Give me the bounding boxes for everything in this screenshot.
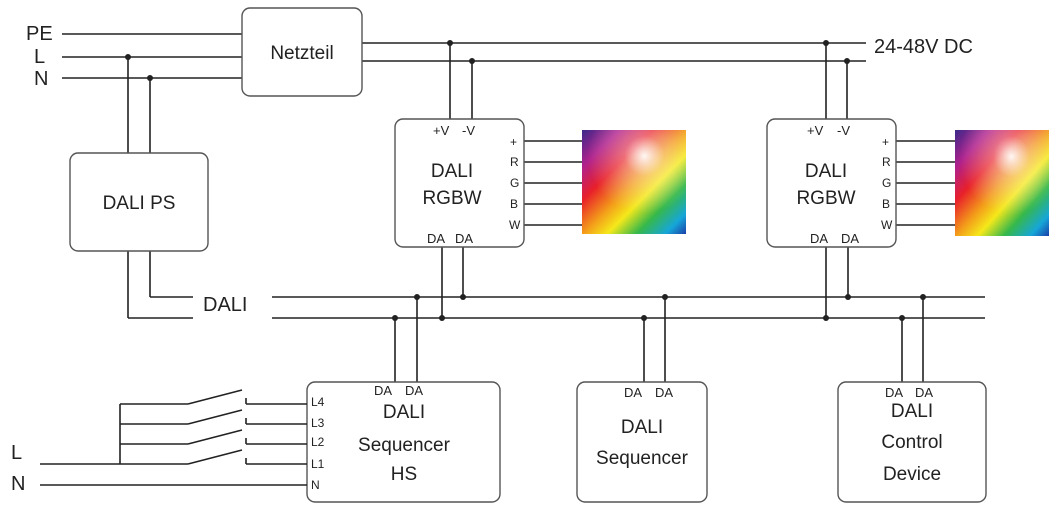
- rgbw-1-pin-w: W: [509, 218, 521, 232]
- sequencer-da2: DA: [655, 385, 673, 400]
- rgbw-1-subtitle: RGBW: [422, 188, 481, 209]
- control-device-title: DALI: [891, 401, 933, 422]
- power-supply-box: [241, 7, 363, 97]
- sequencer-hs-da2: DA: [405, 383, 423, 398]
- control-device-box: [837, 381, 987, 503]
- supply-voltage-label: 24-48V DC: [874, 36, 973, 58]
- control-device-da1: DA: [885, 385, 903, 400]
- pe-label: PE: [26, 23, 53, 45]
- rgbw-1-wiring: [439, 40, 582, 321]
- rgbw-1-pin-r: R: [510, 155, 519, 169]
- switch-l-label: L: [11, 442, 22, 464]
- dali-bus: [272, 296, 985, 319]
- sequencer-da1: DA: [624, 385, 642, 400]
- l-label: L: [34, 46, 45, 68]
- rgbw-2-da1: DA: [810, 231, 828, 246]
- rgbw-1-box: [394, 118, 525, 248]
- sequencer-wiring: [641, 294, 668, 382]
- rgb-light-icon: [582, 130, 686, 234]
- rgbw-2-pin-b: B: [882, 197, 890, 211]
- rgbw-2-box: [766, 118, 897, 248]
- rgbw-2-subtitle: RGBW: [796, 188, 855, 209]
- input-l4-label: L4: [311, 395, 325, 409]
- dali-bus-label: DALI: [203, 294, 247, 316]
- rgbw-1-vminus: -V: [462, 123, 475, 138]
- dali-ps-box: [69, 152, 209, 252]
- input-l2-label: L2: [311, 435, 325, 449]
- rgbw-2-pin-w: W: [881, 218, 893, 232]
- rgbw-1-pin-plus: +: [510, 135, 517, 149]
- rgbw-1-da1: DA: [427, 231, 445, 246]
- switch-n-label: N: [11, 473, 25, 495]
- sequencer-hs-wiring: [392, 294, 420, 382]
- rgbw-2-vplus: +V: [807, 123, 824, 138]
- control-device-wiring: [899, 294, 926, 382]
- rgbw-1-da2: DA: [455, 231, 473, 246]
- input-n-label: N: [311, 478, 320, 492]
- rgbw-2-da2: DA: [841, 231, 859, 246]
- rgbw-2-pin-r: R: [882, 155, 891, 169]
- control-device-da2: DA: [915, 385, 933, 400]
- sequencer-hs-title: DALI: [383, 402, 425, 423]
- control-device-subtitle: Control: [881, 432, 942, 453]
- sequencer-hs-suffix: HS: [391, 464, 417, 485]
- dali-ps-feed: [125, 54, 193, 319]
- sequencer-hs-subtitle: Sequencer: [358, 435, 451, 456]
- rgbw-1-vplus: +V: [433, 123, 450, 138]
- input-l1-label: L1: [311, 457, 325, 471]
- rgbw-2-title: DALI: [805, 161, 847, 182]
- rgbw-1-pin-b: B: [510, 197, 518, 211]
- dali-ps-label: DALI PS: [103, 193, 176, 214]
- rgbw-2-pin-g: G: [882, 176, 891, 190]
- input-l3-label: L3: [311, 416, 325, 430]
- sequencer-box: [576, 381, 708, 503]
- mains-lines: [62, 33, 866, 79]
- sequencer-title: DALI: [621, 417, 663, 438]
- control-device-suffix: Device: [883, 464, 941, 485]
- sequencer-subtitle: Sequencer: [596, 448, 689, 469]
- power-supply-label: Netzteil: [270, 43, 333, 64]
- switch-network: [40, 389, 307, 486]
- rgbw-2-pin-plus: +: [882, 135, 889, 149]
- rgbw-2-wiring: [823, 40, 955, 321]
- sequencer-hs-da1: DA: [374, 383, 392, 398]
- rgb-light-icon: [955, 130, 1049, 236]
- n-label: N: [34, 68, 48, 90]
- rgbw-1-title: DALI: [431, 161, 473, 182]
- rgbw-2-vminus: -V: [837, 123, 850, 138]
- rgbw-1-pin-g: G: [510, 176, 519, 190]
- sequencer-hs-box: [306, 381, 501, 503]
